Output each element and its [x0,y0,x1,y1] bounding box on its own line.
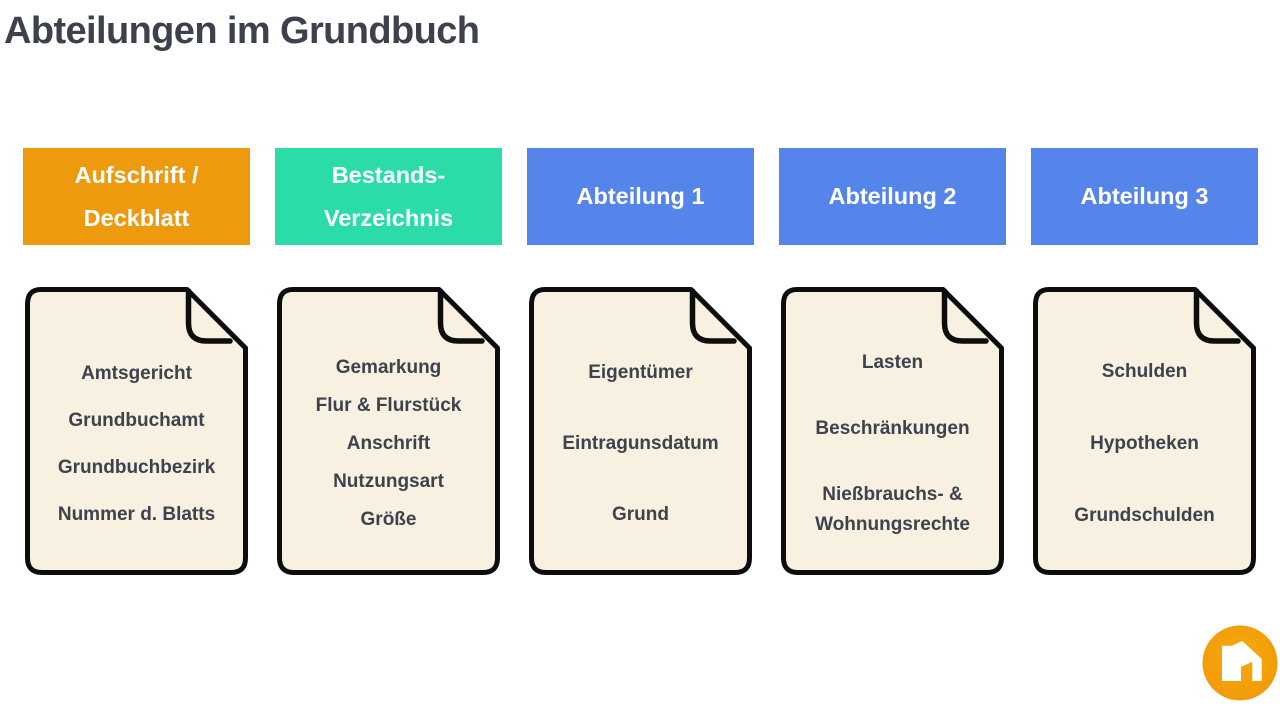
header-line: Verzeichnis [323,204,454,231]
header-line: Abteilung 1 [576,183,705,209]
card-item: Beschränkungen [815,418,970,439]
column-abteilung-2: Abteilung 2 Lasten Beschränkungen Nießbr… [779,148,1006,575]
header-abteilung-1: Abteilung 1 [527,148,754,245]
document-icon [25,287,248,575]
card-item: Hypotheken [1090,433,1199,454]
card-item-list: Amtsgericht Grundbuchamt Grundbuchbezirk… [36,317,237,571]
document-icon [277,287,500,575]
page-title: Abteilungen im Grundbuch [4,10,480,52]
document-card-abteilung-2: Lasten Beschränkungen Nießbrauchs- & Woh… [781,287,1004,575]
house-logo-icon [1202,625,1278,701]
card-item-list: Eigentümer Eintragunsdatum Grund [540,317,741,571]
card-item: Schulden [1101,361,1188,382]
document-icon [529,287,752,575]
header-line: Deckblatt [83,204,190,231]
card-item: Lasten [861,352,924,373]
column-bestands-verzeichnis: Bestands- Verzeichnis Gemarkung Flur & F… [275,148,502,575]
card-item: Nutzungsart [333,471,444,492]
card-item: Grundbuchbezirk [57,456,216,478]
card-item: Eigentümer [588,362,693,383]
header-bestands-verzeichnis: Bestands- Verzeichnis [275,148,502,245]
card-item: Nummer d. Blatts [57,503,216,525]
card-item: Flur & Flurstück [315,395,462,416]
grundbuch-columns: Aufschrift / Deckblatt Amtsgericht Grund… [23,148,1258,575]
card-item: Grundbuchamt [68,409,205,431]
card-item-list: Gemarkung Flur & Flurstück Anschrift Nut… [288,317,489,571]
header-aufschrift-deckblatt: Aufschrift / Deckblatt [23,148,250,245]
header-line: Abteilung 2 [828,183,957,209]
card-item: Anschrift [346,433,431,454]
document-card-aufschrift: Amtsgericht Grundbuchamt Grundbuchbezirk… [25,287,248,575]
document-card-bestandsverzeichnis: Gemarkung Flur & Flurstück Anschrift Nut… [277,287,500,575]
card-item: Grund [612,504,669,525]
column-aufschrift-deckblatt: Aufschrift / Deckblatt Amtsgericht Grund… [23,148,250,575]
column-abteilung-3: Abteilung 3 Schulden Hypotheken Grundsch… [1031,148,1258,575]
card-item: Nießbrauchs- & Wohnungsrechte [815,484,970,535]
card-item: Größe [360,509,417,530]
card-item-list: Lasten Beschränkungen Nießbrauchs- & Woh… [792,317,993,571]
card-item: Grundschulden [1074,505,1215,526]
header-line: Bestands- [331,161,446,188]
header-line: Aufschrift / [74,161,199,188]
header-abteilung-2: Abteilung 2 [779,148,1006,245]
document-icon [1033,287,1256,575]
header-abteilung-3: Abteilung 3 [1031,148,1258,245]
card-item-list: Schulden Hypotheken Grundschulden [1044,317,1245,571]
document-card-abteilung-3: Schulden Hypotheken Grundschulden [1033,287,1256,575]
card-item: Amtsgericht [81,362,192,384]
card-item: Eintragunsdatum [562,433,719,454]
card-item: Gemarkung [335,357,442,378]
header-line: Abteilung 3 [1080,183,1209,209]
document-icon [781,287,1004,575]
document-card-abteilung-1: Eigentümer Eintragunsdatum Grund [529,287,752,575]
column-abteilung-1: Abteilung 1 Eigentümer Eintragunsdatum G… [527,148,754,575]
